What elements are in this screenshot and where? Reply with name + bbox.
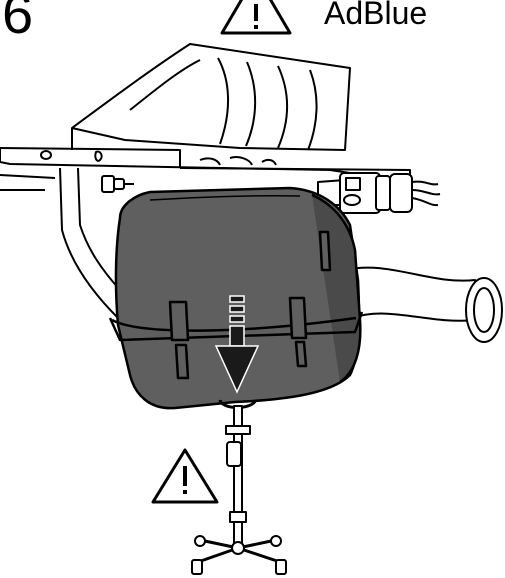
warning-triangle-icon [220,0,292,35]
step-number: 6 [2,0,34,45]
underbody-panel [71,43,351,151]
exhaust-pipe [344,266,503,343]
electrical-connector [317,172,441,214]
transmission-jack-stand [191,399,287,575]
warning-triangle-icon [151,448,219,504]
mounting-bolt [101,175,134,193]
down-arrow-icon [214,295,260,394]
adblue-label: AdBlue [324,0,428,31]
